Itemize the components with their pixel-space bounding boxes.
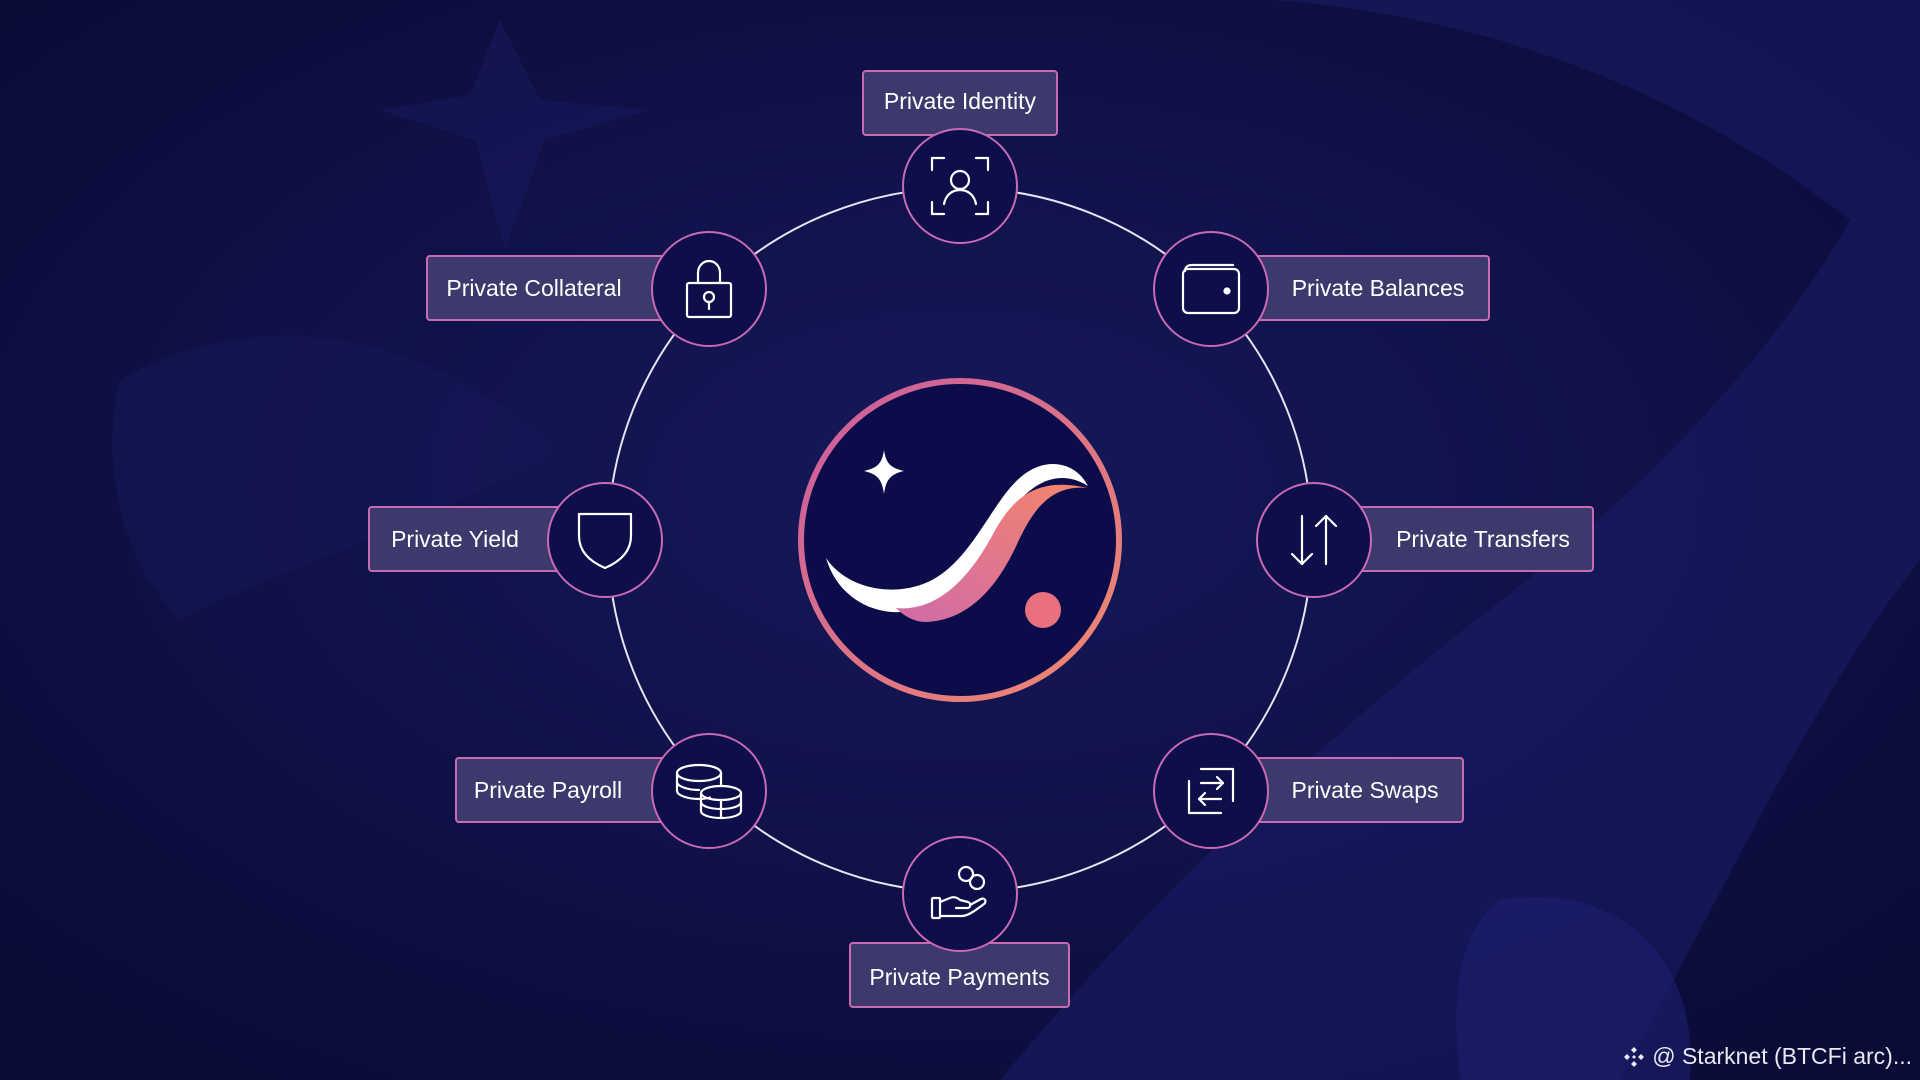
- label-private-transfers: Private Transfers: [1346, 506, 1594, 572]
- label-private-yield: Private Yield: [368, 506, 568, 572]
- swap-arrows-icon: [1187, 767, 1235, 815]
- padlock-icon: [685, 259, 733, 319]
- label-private-balances-text: Private Balances: [1291, 274, 1465, 301]
- label-private-payments-text: Private Payments: [869, 963, 1050, 990]
- watermark: @ Starknet (BTCFi arc)...: [1622, 1043, 1912, 1070]
- watermark-text: @ Starknet (BTCFi arc)...: [1652, 1043, 1912, 1069]
- node-private-yield: [547, 482, 663, 598]
- coin-stack-icon: [675, 763, 743, 820]
- node-private-collateral: [651, 231, 767, 347]
- label-private-payroll: Private Payroll: [455, 757, 667, 823]
- label-private-balances: Private Balances: [1240, 255, 1490, 321]
- node-private-payments: [902, 836, 1018, 952]
- label-private-transfers-text: Private Transfers: [1396, 525, 1570, 552]
- node-private-swaps: [1153, 733, 1269, 849]
- label-private-collateral-text: Private Collateral: [446, 274, 622, 301]
- label-private-payroll-text: Private Payroll: [473, 776, 623, 803]
- user-scan-icon: [930, 156, 990, 216]
- node-private-balances: [1153, 231, 1269, 347]
- label-private-yield-text: Private Yield: [391, 525, 519, 552]
- node-private-transfers: [1256, 482, 1372, 598]
- arrows-up-down-icon: [1290, 514, 1338, 566]
- wallet-icon: [1181, 263, 1241, 315]
- node-private-payroll: [651, 733, 767, 849]
- label-private-swaps-text: Private Swaps: [1291, 776, 1439, 803]
- label-private-collateral: Private Collateral: [426, 255, 668, 321]
- starknet-logo-icon: [798, 378, 1122, 702]
- shield-icon: [577, 512, 633, 570]
- label-private-swaps: Private Swaps: [1240, 757, 1464, 823]
- binance-logo-icon: [1624, 1046, 1645, 1067]
- hand-coins-icon: [930, 865, 987, 920]
- label-private-identity-text: Private Identity: [883, 87, 1037, 114]
- label-private-identity: Private Identity: [862, 70, 1058, 136]
- node-private-identity: [902, 128, 1018, 244]
